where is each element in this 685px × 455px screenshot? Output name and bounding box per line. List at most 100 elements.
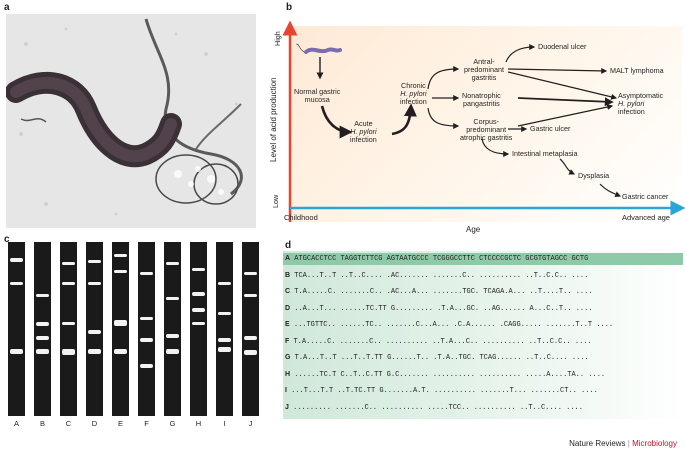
- gel-band: [10, 258, 23, 262]
- gel-band: [218, 312, 231, 315]
- sequence-row: B TCA...T..T ..T..C.... .AC....... .....…: [285, 272, 588, 280]
- sequence-row: C T.A.....C. .......C.. .AC...A... .....…: [285, 288, 593, 296]
- gel-band: [218, 338, 231, 342]
- sequence-text: ATGCACCTCC TAGGTCTTCG AGTAATGCCC TCGGGCC…: [294, 255, 589, 263]
- gel-band: [88, 349, 101, 354]
- gel-band: [244, 294, 257, 297]
- gel-lane-label: A: [13, 419, 19, 428]
- gel-band: [62, 282, 75, 285]
- node-malt-lymphoma: MALT lymphoma: [610, 66, 664, 75]
- gel-band: [166, 262, 179, 265]
- gel-band: [114, 349, 127, 354]
- gel-band: [36, 336, 49, 340]
- sequence-text: ..A...T... ......TC.TT G......... .T.A..…: [294, 304, 593, 313]
- gel-band: [166, 349, 179, 354]
- gel-lane: [34, 242, 51, 416]
- publisher-name: Nature Reviews: [569, 439, 626, 448]
- gel-band: [62, 262, 75, 265]
- sequence-text: ...TGTTC.. ......TC.. .......C...A... .C…: [293, 321, 614, 329]
- y-axis-high: High: [273, 31, 282, 46]
- gel-band: [88, 330, 101, 334]
- sequence-row: I ...T...T.T ..T.TC.TT G.......A.T. ....…: [285, 387, 598, 395]
- gel-band: [10, 349, 23, 354]
- sequence-alignment: A ATGCACCTCC TAGGTCTTCG AGTAATGCCC TCGGG…: [283, 251, 683, 419]
- gel-band: [88, 282, 101, 285]
- node-dysplasia: Dysplasia: [578, 171, 610, 180]
- gel-band: [192, 322, 205, 325]
- gel-band: [166, 297, 179, 300]
- node-gastric-ulcer: Gastric ulcer: [530, 124, 571, 133]
- sequence-text: T.A...T..T ...T..T.TT G......T.. .T.A..T…: [294, 354, 589, 362]
- sequence-row: F T.A.....C. .......C.. .......... ..T.A…: [285, 338, 592, 346]
- electron-micrograph: [6, 14, 256, 228]
- gel-lane: [138, 242, 155, 416]
- gel-band: [36, 294, 49, 297]
- panel-label-a: a: [4, 2, 10, 13]
- gel-lane-label: B: [39, 419, 45, 428]
- gel-lane: [242, 242, 259, 416]
- gel-lane-label: G: [169, 419, 176, 428]
- sequence-row: D ..A...T... ......TC.TT G......... .T.A…: [285, 305, 593, 313]
- gel-lane: [60, 242, 77, 416]
- x-axis-label: Age: [466, 225, 481, 234]
- sequence-text: T.A.....C. .......C.. .......... ..T.A..…: [293, 337, 592, 346]
- y-axis-label: Level of acid production: [269, 77, 278, 163]
- gel-lane-label: H: [195, 419, 202, 428]
- diagram-background: [290, 26, 682, 222]
- node-intestinal-metaplasia: Intestinal metaplasia: [512, 149, 578, 158]
- gel-band: [244, 336, 257, 340]
- gel-band: [114, 320, 127, 326]
- sequence-id: G: [285, 354, 291, 361]
- node-duodenal-ulcer: Duodenal ulcer: [538, 42, 587, 51]
- gel-lane: [86, 242, 103, 416]
- sequence-id: F: [285, 337, 290, 345]
- gel-lane-label: C: [65, 419, 72, 428]
- sequence-id: I: [285, 387, 287, 394]
- gel-band: [36, 349, 49, 354]
- gel-band: [140, 364, 153, 368]
- gel-band: [36, 322, 49, 326]
- gel-band: [192, 292, 205, 296]
- sequence-text: ......TC.T C..T..C.TT G.C....... .......…: [294, 370, 606, 379]
- node-gastric-cancer: Gastric cancer: [622, 192, 669, 201]
- credit-separator: |: [627, 439, 630, 448]
- sequence-text: ...T...T.T ..T.TC.TT G.......A.T. ......…: [291, 387, 598, 395]
- gel-lane-label: D: [91, 419, 98, 428]
- gel-band: [218, 282, 231, 285]
- gel-lane-label: J: [248, 419, 253, 428]
- gel-band: [114, 270, 127, 273]
- gel-lane-label: I: [223, 419, 226, 428]
- bacterium-icon: [304, 47, 342, 54]
- journal-name: Microbiology: [632, 439, 677, 448]
- gel-lane: [164, 242, 181, 416]
- gel-band: [140, 338, 153, 342]
- x-axis-start: Childhood: [284, 213, 318, 222]
- gel-band: [192, 268, 205, 271]
- gel-band: [140, 317, 153, 320]
- journal-credit: Nature Reviews | Microbiology: [569, 439, 677, 448]
- gel-band: [88, 260, 101, 263]
- reference-sequence-highlight: [283, 253, 683, 265]
- gel-lane: [8, 242, 25, 416]
- gel-band: [166, 334, 179, 338]
- sequence-id: A: [285, 255, 291, 262]
- sequence-text: ......... .......C.. .......... .....TCC…: [293, 403, 583, 412]
- gel-band: [244, 272, 257, 275]
- gel-lane-label: F: [144, 419, 149, 428]
- sequence-id: J: [285, 403, 289, 411]
- disease-progression-diagram: High Low Level of acid production Childh…: [269, 14, 685, 239]
- gel-band: [62, 349, 75, 355]
- gel-lane: [216, 242, 233, 416]
- gel-band: [192, 308, 205, 312]
- sequence-row: A ATGCACCTCC TAGGTCTTCG AGTAATGCCC TCGGG…: [285, 255, 588, 263]
- gel-band: [114, 254, 127, 257]
- gel-band: [140, 272, 153, 275]
